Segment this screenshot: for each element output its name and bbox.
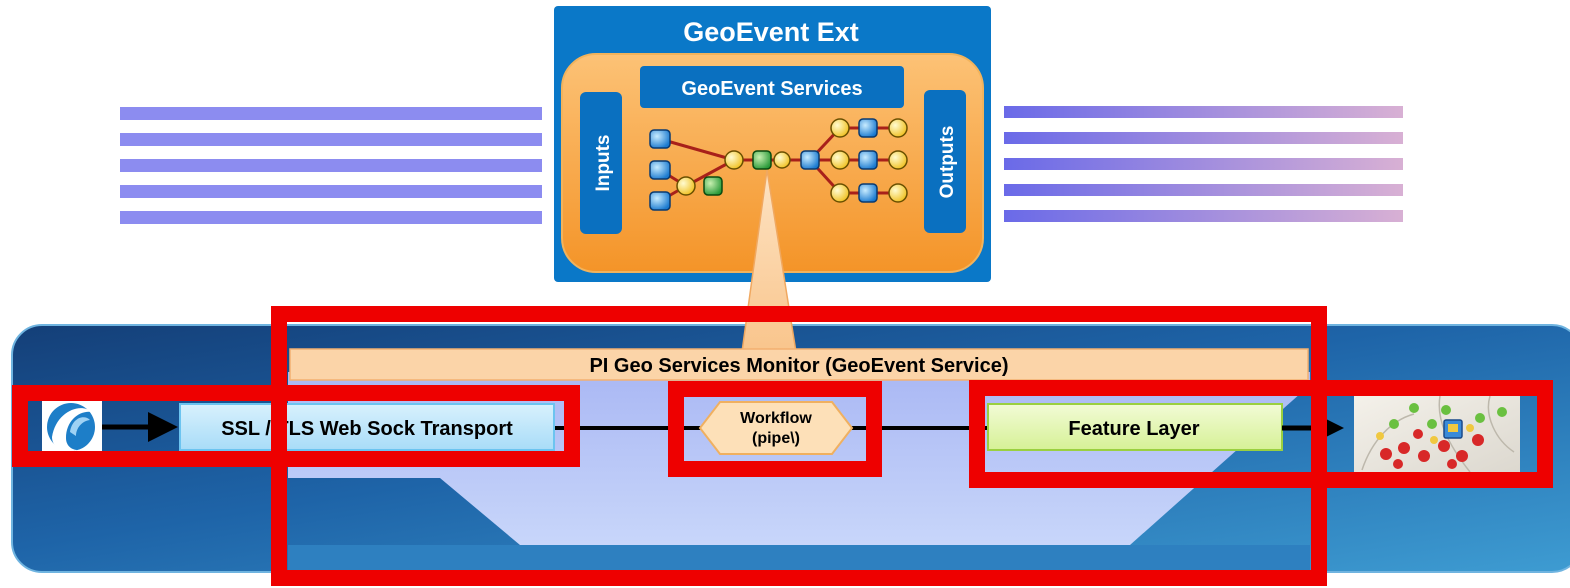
graph-node-green <box>703 176 723 196</box>
monitor-title: PI Geo Services Monitor (GeoEvent Servic… <box>589 355 1008 377</box>
geoevent-services-label: GeoEvent Services <box>681 78 862 100</box>
highlight-monitor <box>271 306 1327 586</box>
monitor-title-bar <box>289 348 1309 381</box>
geoevent-services-header <box>640 66 904 108</box>
graph-node-yellow <box>724 150 744 170</box>
graph-node-yellow <box>888 183 908 203</box>
geoevent-ext-title: GeoEvent Ext <box>683 17 859 47</box>
graph-node-blue <box>858 118 878 138</box>
workflow-hexagon <box>698 401 854 455</box>
highlight-frames <box>12 306 1553 586</box>
monitor-floor-strip <box>288 545 1310 570</box>
inputs-panel <box>580 92 622 234</box>
highlight-feature-output <box>969 380 1553 488</box>
right-stream-bars <box>1004 106 1403 222</box>
outputs-panel <box>924 90 966 233</box>
inputs-label: Inputs <box>593 135 614 192</box>
graph-node-yellow <box>830 150 850 170</box>
graph-node-yellow <box>773 151 791 169</box>
left-stream-bar <box>120 133 542 146</box>
transport-box <box>179 403 555 451</box>
graph-node-blue <box>858 150 878 170</box>
graph-node-blue <box>649 160 671 180</box>
right-stream-bar <box>1004 132 1403 144</box>
transport-label: SSL / TLS Web Sock Transport <box>221 418 513 440</box>
pi-source-logo <box>42 400 102 454</box>
map-thumbnail <box>1354 395 1520 473</box>
left-stream-bar <box>120 211 542 224</box>
left-stream-bar <box>120 107 542 120</box>
graph-node-yellow <box>830 183 850 203</box>
graph-node-yellow <box>888 118 908 138</box>
graph-node-yellow <box>888 150 908 170</box>
workflow-label-line1: Workflow <box>740 410 812 427</box>
left-stream-bar <box>120 185 542 198</box>
graph-node-blue <box>649 191 671 211</box>
left-stream-bars <box>120 107 542 224</box>
outputs-label: Outputs <box>937 126 958 199</box>
right-stream-bar <box>1004 158 1403 170</box>
graph-node-blue <box>649 129 671 149</box>
graph-node-yellow <box>830 118 850 138</box>
graph-node-yellow <box>676 176 696 196</box>
feature-layer-box <box>987 403 1283 451</box>
highlight-workflow <box>668 381 882 477</box>
right-stream-bar <box>1004 184 1403 196</box>
service-graph <box>649 118 908 211</box>
graph-node-green <box>752 150 772 170</box>
graph-node-blue <box>858 183 878 203</box>
workflow-label-line2: (pipe\) <box>752 430 800 447</box>
left-stream-bar <box>120 159 542 172</box>
right-stream-bar <box>1004 106 1403 118</box>
highlight-transport <box>12 385 580 467</box>
geoevent-ext-box: GeoEvent Ext GeoEvent Services Inputs Ou… <box>554 6 991 282</box>
graph-node-blue <box>800 150 820 170</box>
feature-layer-label: Feature Layer <box>1068 418 1199 440</box>
right-stream-bar <box>1004 210 1403 222</box>
